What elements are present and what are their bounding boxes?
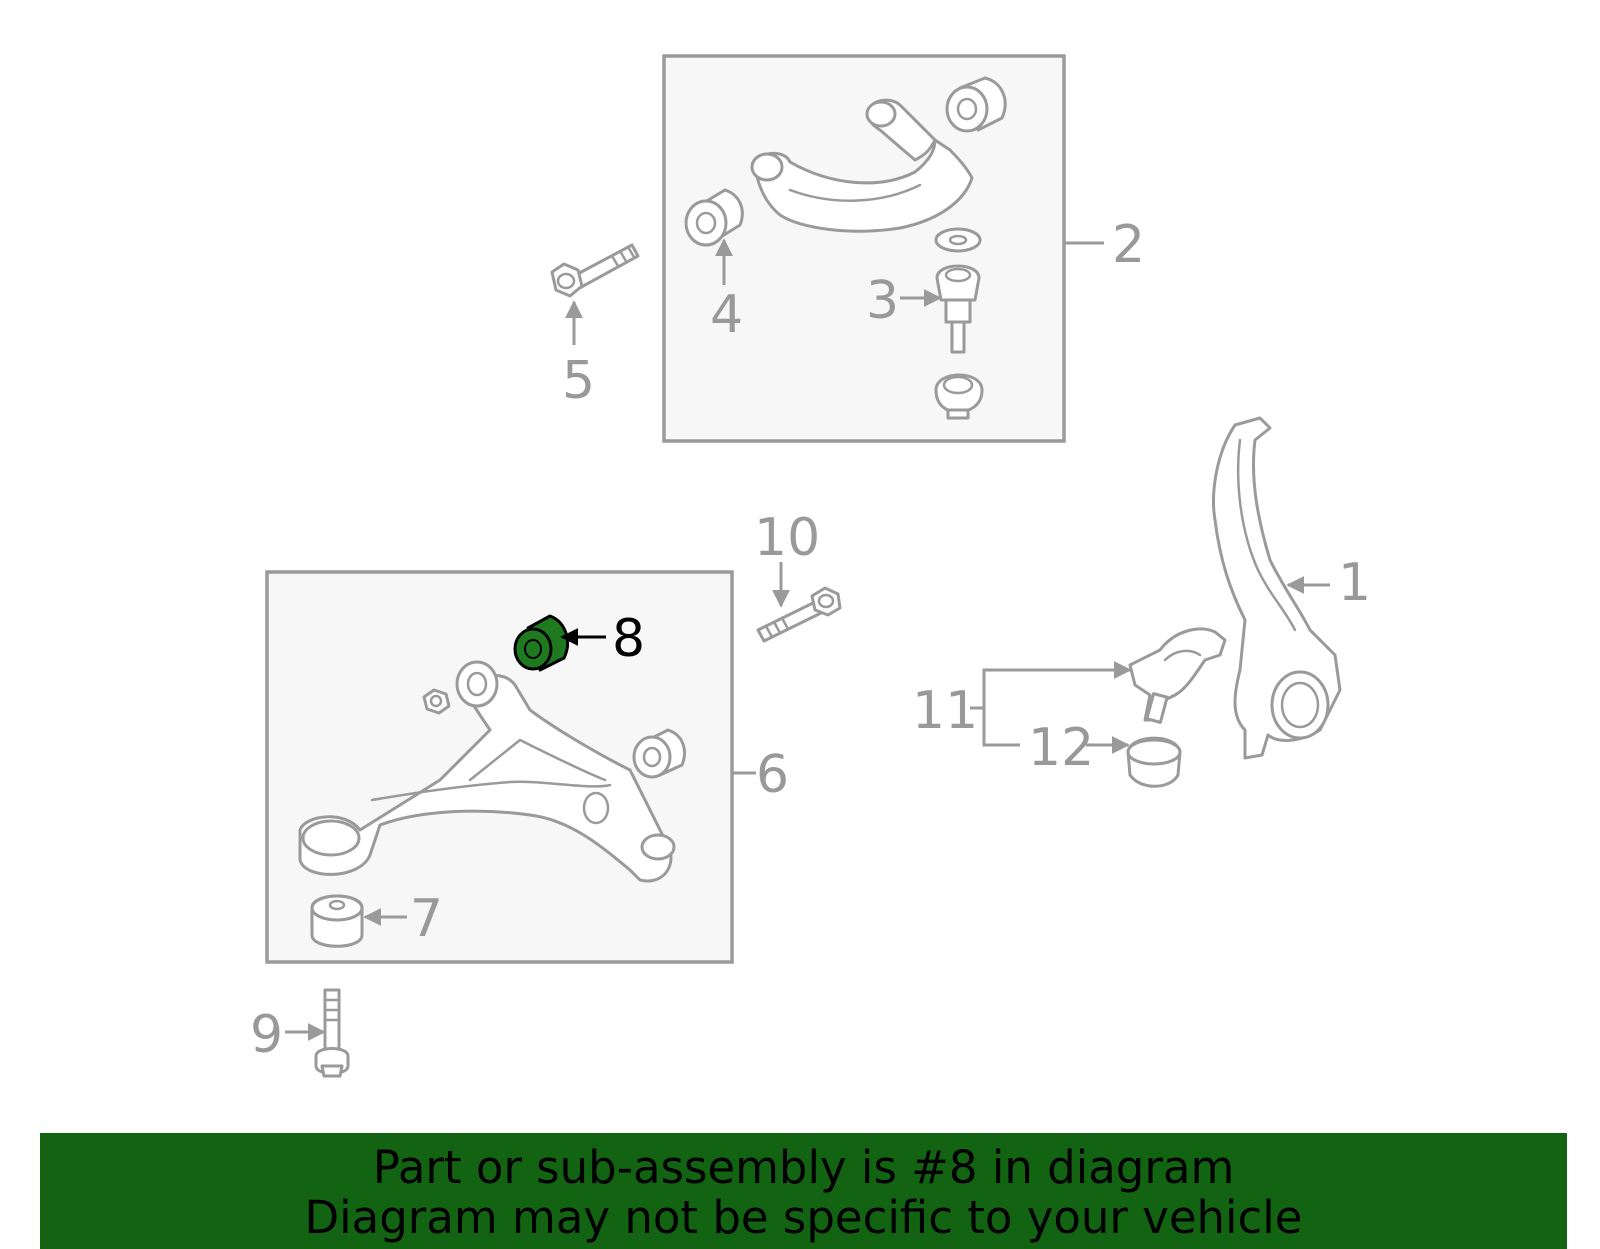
leader-11 [982,661,1132,708]
callout-6: 6 [756,745,789,805]
lower-arm-bolt-10 [756,586,842,643]
lower-arm-bolt-9 [314,988,350,1078]
lower-control-arm [298,660,676,883]
callout-5: 5 [562,351,595,411]
banner-line-2: Diagram may not be specific to your vehi… [304,1191,1303,1244]
upper-ball-joint [934,227,984,420]
callout-4: 4 [710,285,743,345]
upper-arm-bolt [550,243,640,298]
steering-knuckle [1212,416,1342,760]
upper-arm-front-bushing [684,188,744,247]
callout-11: 11 [912,681,978,741]
callout-7: 7 [410,889,443,949]
lower-arm-nut [422,688,451,715]
leader-11b [982,708,1020,747]
callout-12: 12 [1028,718,1094,778]
lower-arm-bushing-7 [310,894,364,948]
upper-control-arm [750,98,974,233]
banner-line-1: Part or sub-assembly is #8 in diagram [372,1141,1235,1194]
callout-1: 1 [1338,553,1371,613]
dust-boot [1126,736,1182,788]
part-info-banner: Part or sub-assembly is #8 in diagram Di… [40,1133,1567,1249]
callout-3: 3 [866,271,899,331]
upper-arm-rear-bushing [945,76,1007,133]
callout-8: 8 [612,609,645,669]
lower-arm-rear-bushing [632,728,686,779]
lower-ball-joint-bracket [1128,627,1227,724]
callout-9: 9 [250,1005,283,1065]
parts-diagram: 1 2 3 4 5 6 7 8 9 10 11 12 [250,54,1371,1078]
callout-10: 10 [754,508,820,568]
callout-2: 2 [1112,215,1145,275]
